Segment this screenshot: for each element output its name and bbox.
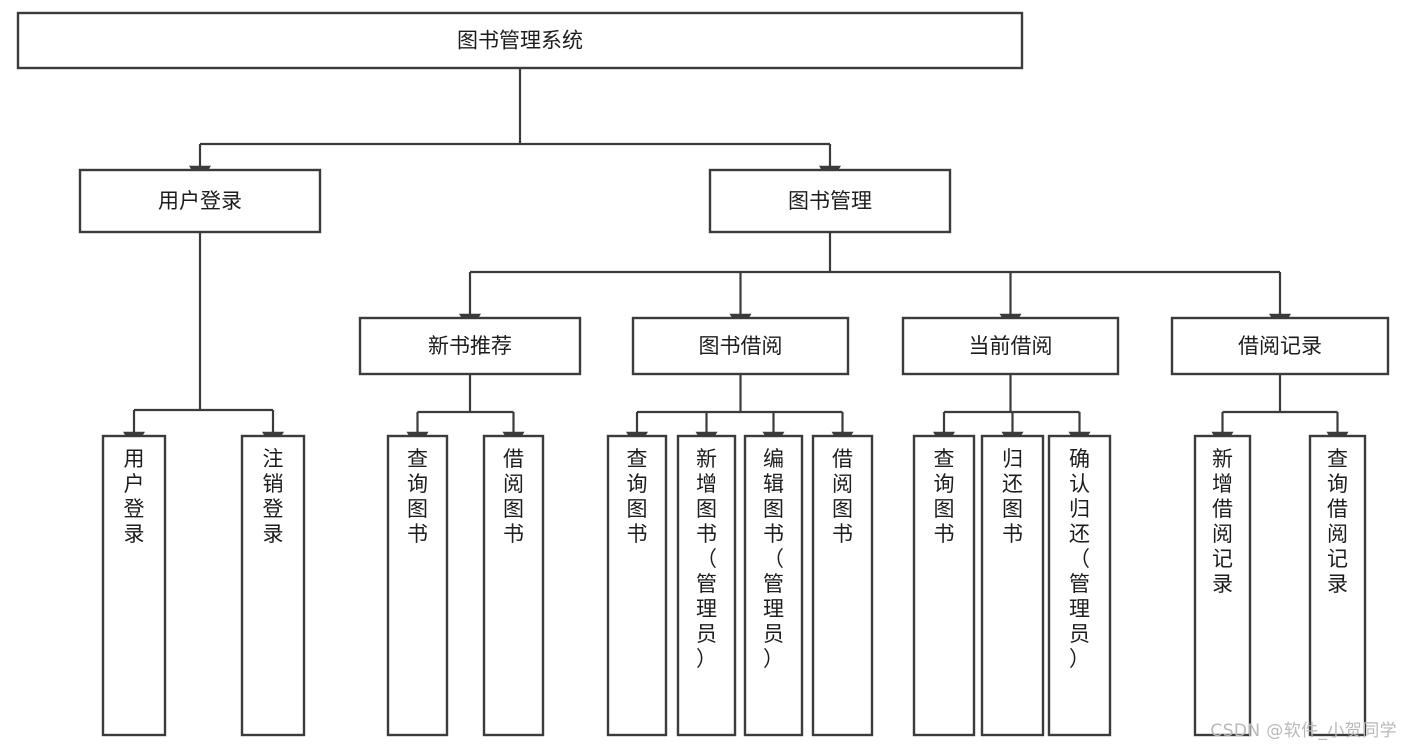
leaf-bb-add-book-box[interactable] xyxy=(676,434,737,737)
leaf-nbr-borrow-book-box[interactable] xyxy=(482,434,545,737)
leaf-cb-confirm-return[interactable]: 确认归还（管理员） xyxy=(1047,434,1112,737)
leaf-bb-borrow-book[interactable]: 借阅图书 xyxy=(811,434,874,737)
leaf-nbr-query-book-box[interactable] xyxy=(386,434,449,737)
leaf-br-add-record-box[interactable] xyxy=(1193,434,1252,737)
leaf-user-login-do-label: 用户登录 xyxy=(124,447,145,546)
node-borrow-records-box[interactable] xyxy=(1170,316,1390,376)
node-current-borrow-box[interactable] xyxy=(901,316,1120,376)
node-book-management[interactable]: 图书管理 xyxy=(708,168,952,234)
node-borrow-records[interactable]: 借阅记录 xyxy=(1170,316,1390,376)
node-book-borrow-label: 图书借阅 xyxy=(699,334,783,358)
leaf-nbr-borrow-book[interactable]: 借阅图书 xyxy=(482,434,545,737)
leaf-bb-borrow-book-box[interactable] xyxy=(811,434,874,737)
leaf-cb-confirm-return-label: 确认归还（管理员） xyxy=(1069,447,1090,671)
leaf-nbr-query-book-label: 查询图书 xyxy=(407,447,428,546)
connector-layer xyxy=(123,68,1349,450)
node-new-book-recommend[interactable]: 新书推荐 xyxy=(358,316,582,376)
node-book-borrow-box[interactable] xyxy=(631,316,850,376)
leaf-br-query-record-box[interactable] xyxy=(1308,434,1367,737)
node-book-borrow[interactable]: 图书借阅 xyxy=(631,316,850,376)
node-book-management-label: 图书管理 xyxy=(788,189,872,213)
leaf-bb-edit-book[interactable]: 编辑图书（管理员） xyxy=(743,434,804,737)
node-user-login-label: 用户登录 xyxy=(158,189,242,213)
leaf-bb-query-book-box[interactable] xyxy=(606,434,668,737)
csdn-watermark: CSDN @软件_小贺同学 xyxy=(1210,721,1397,741)
node-root-book-system-label: 图书管理系统 xyxy=(457,29,583,53)
node-root-book-system-box[interactable] xyxy=(16,11,1024,70)
leaf-bb-query-book[interactable]: 查询图书 xyxy=(606,434,668,737)
leaf-bb-add-book-label: 新增图书（管理员） xyxy=(696,447,717,671)
node-borrow-records-label: 借阅记录 xyxy=(1238,334,1322,358)
node-new-book-recommend-box[interactable] xyxy=(358,316,582,376)
node-new-book-recommend-label: 新书推荐 xyxy=(428,334,512,358)
node-current-borrow-label: 当前借阅 xyxy=(969,334,1053,358)
leaf-user-logout-box[interactable] xyxy=(240,434,306,737)
leaf-user-logout-label: 注销登录 xyxy=(263,447,284,546)
leaf-cb-query-book[interactable]: 查询图书 xyxy=(912,434,976,737)
leaf-br-add-record[interactable]: 新增借阅记录 xyxy=(1193,434,1252,737)
leaf-br-query-record-label: 查询借阅记录 xyxy=(1327,447,1348,596)
node-user-login[interactable]: 用户登录 xyxy=(78,168,322,234)
leaf-bb-edit-book-box[interactable] xyxy=(743,434,804,737)
node-layer: 图书管理系统用户登录图书管理新书推荐图书借阅当前借阅借阅记录用户登录注销登录查询… xyxy=(16,11,1390,737)
leaf-user-login-do-box[interactable] xyxy=(101,434,167,737)
leaf-user-login-do[interactable]: 用户登录 xyxy=(101,434,167,737)
leaf-cb-return-book-label: 归还图书 xyxy=(1002,447,1023,546)
leaf-br-query-record[interactable]: 查询借阅记录 xyxy=(1308,434,1367,737)
leaf-bb-add-book[interactable]: 新增图书（管理员） xyxy=(676,434,737,737)
leaf-cb-confirm-return-box[interactable] xyxy=(1047,434,1112,737)
leaf-nbr-borrow-book-label: 借阅图书 xyxy=(503,447,524,546)
node-user-login-box[interactable] xyxy=(78,168,322,234)
leaf-cb-query-book-box[interactable] xyxy=(912,434,976,737)
node-book-management-box[interactable] xyxy=(708,168,952,234)
leaf-bb-edit-book-label: 编辑图书（管理员） xyxy=(763,447,784,671)
leaf-bb-borrow-book-label: 借阅图书 xyxy=(832,447,853,546)
leaf-cb-return-book-box[interactable] xyxy=(980,434,1045,737)
leaf-cb-query-book-label: 查询图书 xyxy=(934,447,955,546)
node-current-borrow[interactable]: 当前借阅 xyxy=(901,316,1120,376)
leaf-cb-return-book[interactable]: 归还图书 xyxy=(980,434,1045,737)
leaf-bb-query-book-label: 查询图书 xyxy=(627,447,648,546)
leaf-nbr-query-book[interactable]: 查询图书 xyxy=(386,434,449,737)
node-root-book-system[interactable]: 图书管理系统 xyxy=(16,11,1024,70)
leaf-user-logout[interactable]: 注销登录 xyxy=(240,434,306,737)
leaf-br-add-record-label: 新增借阅记录 xyxy=(1212,447,1233,596)
